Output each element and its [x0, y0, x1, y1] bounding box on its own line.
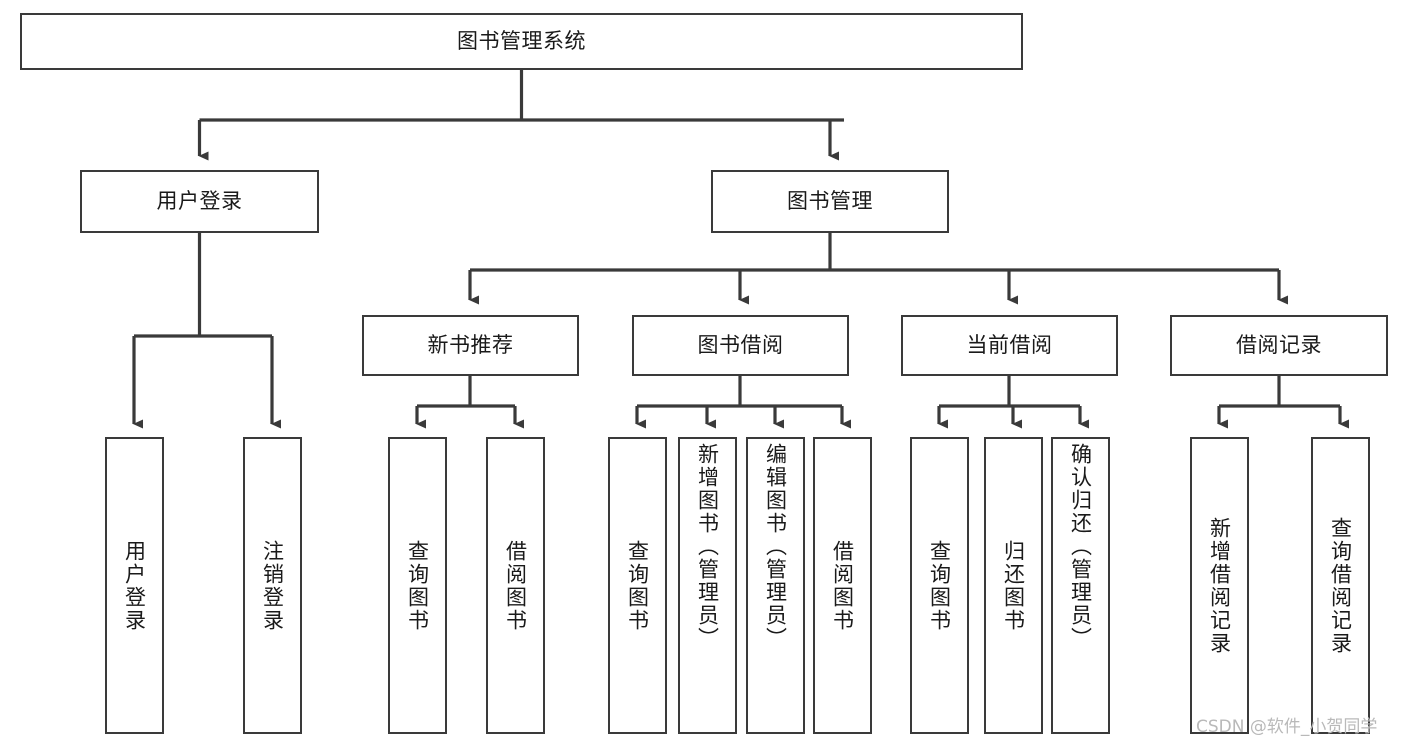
node-leaf-user-login[interactable]: 用户登录 [105, 437, 164, 734]
node-leaf-add-borrow-record-label: 新增借阅记录 [1207, 516, 1232, 655]
node-leaf-borrow-book-2[interactable]: 借阅图书 [813, 437, 872, 734]
node-leaf-borrow-book-1[interactable]: 借阅图书 [486, 437, 545, 734]
node-current-borrow[interactable]: 当前借阅 [901, 315, 1118, 376]
node-new-book-recommend-label: 新书推荐 [427, 332, 514, 357]
node-book-manage-label: 图书管理 [787, 188, 873, 213]
node-leaf-return-book-label: 归还图书 [1001, 539, 1026, 632]
node-borrow-record[interactable]: 借阅记录 [1170, 315, 1388, 376]
node-leaf-confirm-return[interactable]: 确认归还（管理员） [1051, 437, 1110, 734]
node-leaf-edit-book[interactable]: 编辑图书（管理员） [746, 437, 805, 734]
node-leaf-query-book-2-label: 查询图书 [625, 539, 650, 632]
node-leaf-confirm-return-label: 确认归还（管理员） [1068, 443, 1093, 650]
node-leaf-user-login-label: 用户登录 [122, 539, 147, 632]
node-leaf-query-borrow-record[interactable]: 查询借阅记录 [1311, 437, 1370, 734]
node-borrow-record-label: 借阅记录 [1236, 332, 1322, 357]
node-user-login-label: 用户登录 [156, 188, 243, 213]
node-leaf-edit-book-label: 编辑图书（管理员） [763, 443, 788, 650]
node-book-manage[interactable]: 图书管理 [711, 170, 949, 233]
node-leaf-add-book-label: 新增图书（管理员） [695, 443, 720, 650]
node-leaf-query-book-1[interactable]: 查询图书 [388, 437, 447, 734]
node-root-label: 图书管理系统 [457, 28, 586, 53]
node-leaf-borrow-book-1-label: 借阅图书 [503, 539, 528, 632]
node-root[interactable]: 图书管理系统 [20, 13, 1023, 70]
node-leaf-query-book-2[interactable]: 查询图书 [608, 437, 667, 734]
node-leaf-return-book[interactable]: 归还图书 [984, 437, 1043, 734]
csdn-watermark: CSDN @软件_小贺同学 [1196, 717, 1378, 737]
node-leaf-query-book-3[interactable]: 查询图书 [910, 437, 969, 734]
node-book-borrow-label: 图书借阅 [697, 332, 784, 357]
node-leaf-user-logout[interactable]: 注销登录 [243, 437, 302, 734]
node-book-borrow[interactable]: 图书借阅 [632, 315, 849, 376]
node-user-login[interactable]: 用户登录 [80, 170, 319, 233]
node-leaf-user-logout-label: 注销登录 [260, 539, 285, 632]
node-new-book-recommend[interactable]: 新书推荐 [362, 315, 579, 376]
node-leaf-query-book-1-label: 查询图书 [405, 539, 430, 632]
node-leaf-query-borrow-record-label: 查询借阅记录 [1328, 516, 1353, 655]
node-leaf-query-book-3-label: 查询图书 [927, 539, 952, 632]
node-leaf-add-book[interactable]: 新增图书（管理员） [678, 437, 737, 734]
node-leaf-add-borrow-record[interactable]: 新增借阅记录 [1190, 437, 1249, 734]
node-current-borrow-label: 当前借阅 [966, 332, 1053, 357]
node-leaf-borrow-book-2-label: 借阅图书 [830, 539, 855, 632]
